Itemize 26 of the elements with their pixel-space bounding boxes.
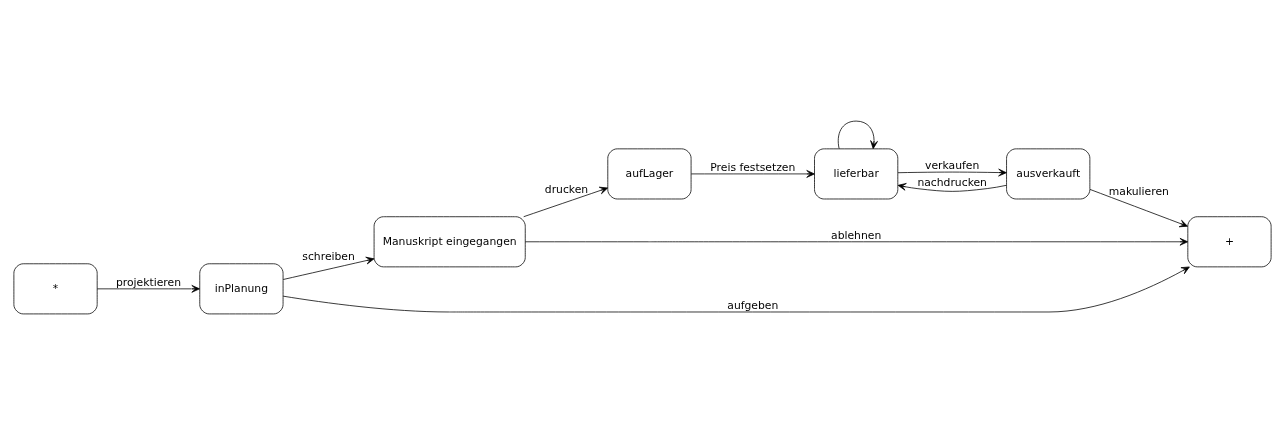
arrow <box>837 120 878 149</box>
node-box: inPlanung <box>199 262 284 314</box>
edge-label: Preis festsetzen <box>710 160 796 174</box>
arrow <box>897 168 1007 176</box>
edge-label: nachdrucken <box>917 175 987 189</box>
arrow <box>96 284 200 293</box>
node-box: aufLager <box>607 147 692 199</box>
arrow <box>523 186 609 217</box>
edge-label: makulieren <box>1108 184 1169 198</box>
edge-label: schreiben <box>302 249 355 263</box>
edge-label: aufgeben <box>727 298 779 312</box>
arrow <box>1089 188 1188 227</box>
arrow <box>690 169 815 178</box>
edge-label: verkaufen <box>925 158 980 172</box>
node-box: Manuskript eingegangen <box>373 215 526 267</box>
arrow <box>282 266 1190 312</box>
node-box: + <box>1187 215 1272 267</box>
arrow <box>524 237 1189 246</box>
arrow <box>282 256 375 280</box>
edge-label: ablehnen <box>831 228 882 242</box>
arrow <box>897 182 1007 192</box>
node-box: ausverkauft <box>1006 147 1091 199</box>
node-box: * <box>13 262 98 314</box>
node-box: lieferbar <box>814 147 899 199</box>
edge-label: projektieren <box>115 275 181 289</box>
edge-label: drucken <box>544 182 589 196</box>
